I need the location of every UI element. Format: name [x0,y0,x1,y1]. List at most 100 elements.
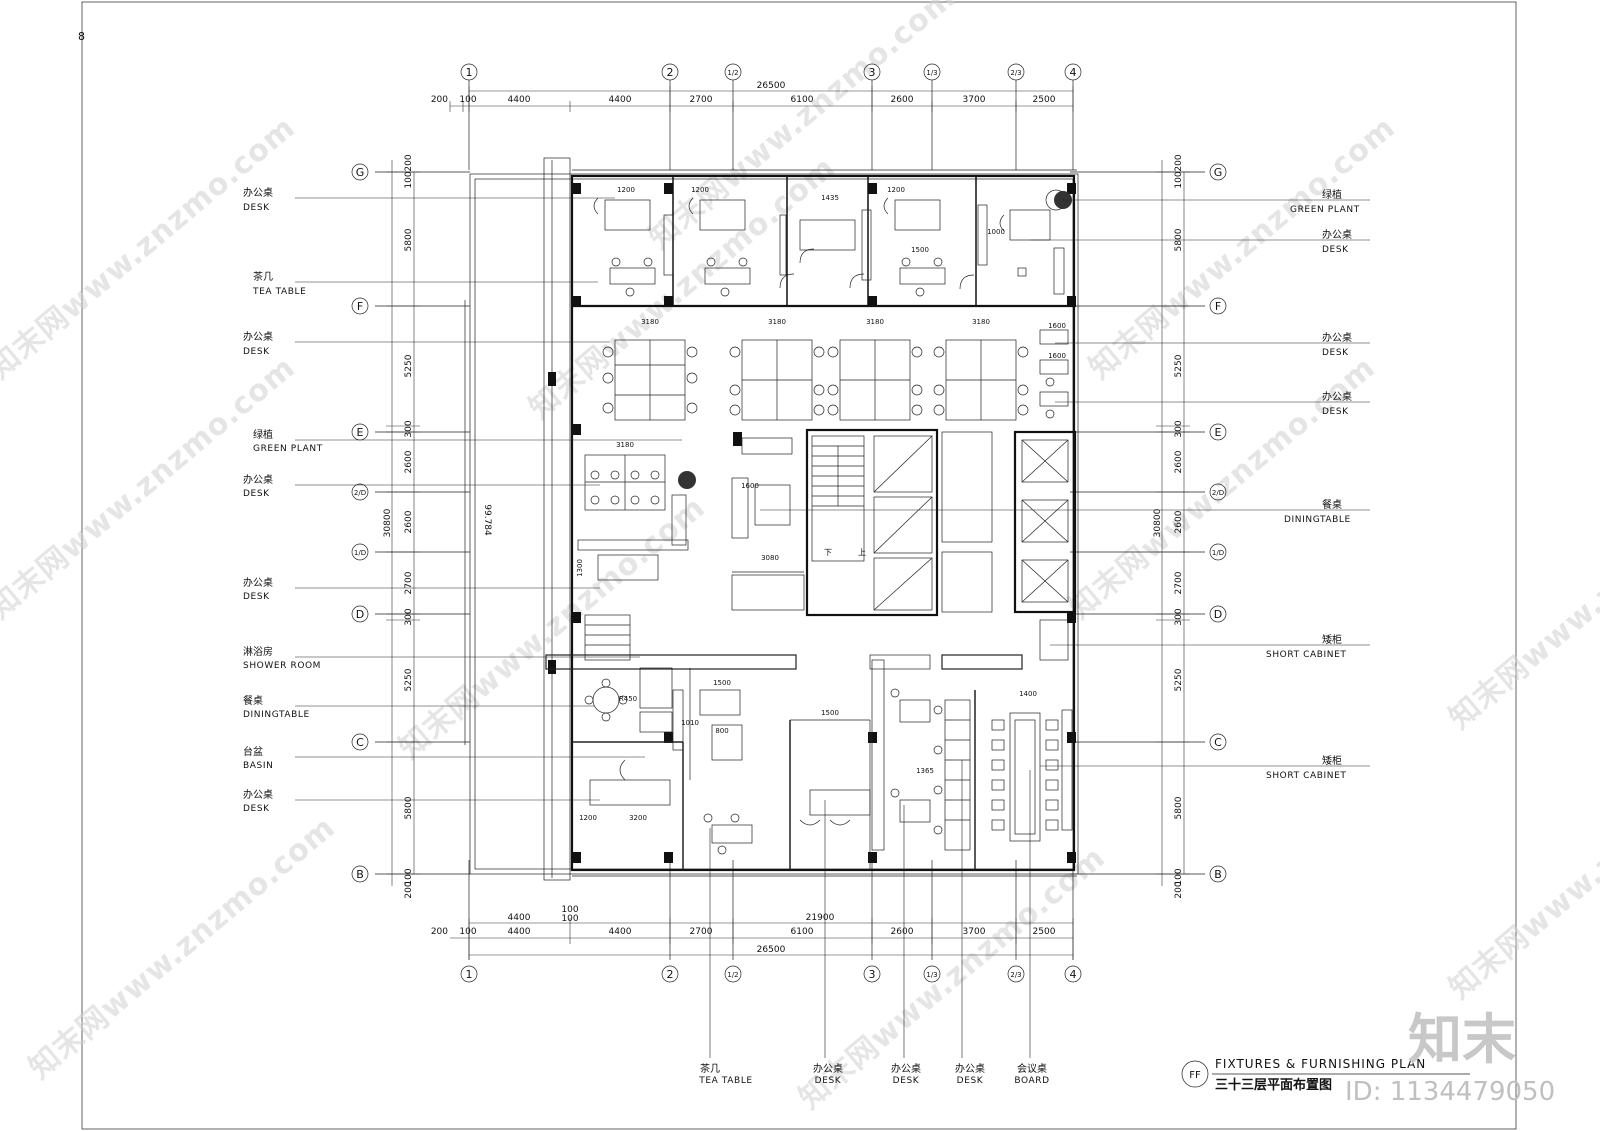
svg-text:1600: 1600 [1048,322,1066,330]
dim-side: 2600 [404,510,414,533]
svg-text:R450: R450 [619,695,637,703]
drawing-title-en: FIXTURES & FURNISHING PLAN [1215,1057,1426,1071]
svg-text:1/D: 1/D [1212,549,1224,557]
svg-text:办公桌: 办公桌 [243,788,273,801]
dim-side: 5800 [1174,796,1184,819]
dim-side: 5250 [1174,668,1184,691]
corner-mark: 8 [78,30,85,43]
svg-text:餐桌: 餐桌 [1322,498,1342,511]
watermark: 知末网www.znzmo.com [1443,730,1600,1006]
svg-text:C: C [356,736,364,749]
column-bubble-1: 1 [460,965,478,983]
svg-text:D: D [356,608,364,621]
row-bubble-B: B [351,865,369,883]
row-bubble-1D: 1/D [351,543,369,561]
svg-text:茶几: 茶几 [700,1062,720,1075]
dim-side: 5250 [404,668,414,691]
svg-text:3200: 3200 [629,814,647,822]
dim-side-overall: 30800 [1153,508,1163,537]
interior-dims: 3180 3180 3180 3180 3180 1600 1600 1600 … [576,186,1066,822]
dim-segment: 3700 [963,95,986,105]
svg-text:TEA TABLE: TEA TABLE [698,1076,752,1086]
dimension-top: 26500 200 100 4400 4400 2700 6100 2600 3… [431,81,1074,112]
svg-text:G: G [356,166,365,179]
column-bubble-2: 2 [661,63,679,81]
svg-text:GREEN PLANT: GREEN PLANT [1290,205,1360,215]
dim-segment: 6100 [791,927,814,937]
dim-side: 100 [404,868,414,885]
row-bubble-2D: 2/D [351,483,369,501]
row-bubble-C: C [351,733,369,751]
svg-text:1400: 1400 [1019,690,1037,698]
watermark: 知末网www.znzmo.com [23,810,343,1086]
svg-text:台盆: 台盆 [243,745,263,758]
svg-text:2: 2 [667,968,674,981]
column-bubble-4: 4 [1064,965,1082,983]
image-id: ID: 1134479050 [1345,1077,1555,1107]
column-bubble-2-3: 2/3 [1007,965,1025,983]
svg-text:4: 4 [1070,968,1077,981]
svg-text:2: 2 [667,66,674,79]
column-bubble-2-3: 2/3 [1007,63,1025,81]
svg-text:1300: 1300 [576,559,584,577]
dim-side: 200 [404,881,414,898]
svg-text:3180: 3180 [866,318,884,326]
svg-text:1/2: 1/2 [727,971,738,979]
svg-text:DESK: DESK [243,592,270,602]
column-bubble-1-3: 1/3 [923,965,941,983]
callout-desk: 办公桌 DESK [243,186,273,213]
dim-segment: 200 [431,95,448,105]
svg-text:办公桌: 办公桌 [243,576,273,589]
row-bubble-E: E [1209,423,1227,441]
svg-text:1200: 1200 [691,186,709,194]
svg-text:1200: 1200 [617,186,635,194]
svg-text:2/D: 2/D [1212,489,1224,497]
svg-text:E: E [1215,426,1222,439]
lower-left-rooms [545,614,1073,870]
svg-text:B: B [356,868,364,881]
svg-text:DESK: DESK [243,203,270,213]
svg-text:矮柜: 矮柜 [1322,633,1342,646]
dim-side: 2600 [1174,510,1184,533]
svg-text:DESK: DESK [243,347,270,357]
svg-text:办公桌: 办公桌 [243,186,273,199]
svg-text:1435: 1435 [821,194,839,202]
callout-short-cabinet: 矮柜 SHORT CABINET [1266,633,1347,660]
svg-text:矮柜: 矮柜 [1322,754,1342,767]
svg-text:1/3: 1/3 [926,69,937,77]
svg-text:DESK: DESK [893,1076,920,1086]
dim-segment: 2700 [690,927,713,937]
dim-side: 100 [1174,171,1184,188]
row-bubble-1D: 1/D [1209,543,1227,561]
column-bubble-3: 3 [863,63,881,81]
svg-text:3180: 3180 [972,318,990,326]
dim-side: 5250 [404,354,414,377]
svg-text:3: 3 [869,968,876,981]
dim-segment: 2500 [1033,927,1056,937]
svg-text:TEA TABLE: TEA TABLE [252,287,306,297]
dim-segment: 4400 [609,927,632,937]
dim-side: 300 [1174,420,1184,437]
row-bubble-E: E [351,423,369,441]
dimension-bottom: 4400 100 100 21900 200 100 4400 4400 270… [431,905,1074,960]
dim-segment: 4400 [609,95,632,105]
svg-text:办公桌: 办公桌 [955,1062,985,1075]
watermark: 知末网www.znzmo.com [0,110,302,386]
dim-segment: 2500 [1033,95,1056,105]
svg-text:SHORT CABINET: SHORT CABINET [1266,650,1347,660]
svg-text:办公桌: 办公桌 [1322,331,1352,344]
dim-side: 300 [1174,608,1184,625]
dim-extra: 4400 [508,913,531,923]
svg-text:DININGTABLE: DININGTABLE [243,710,310,720]
svg-text:下: 下 [824,548,832,557]
column-bubble-1-2: 1/2 [724,63,742,81]
